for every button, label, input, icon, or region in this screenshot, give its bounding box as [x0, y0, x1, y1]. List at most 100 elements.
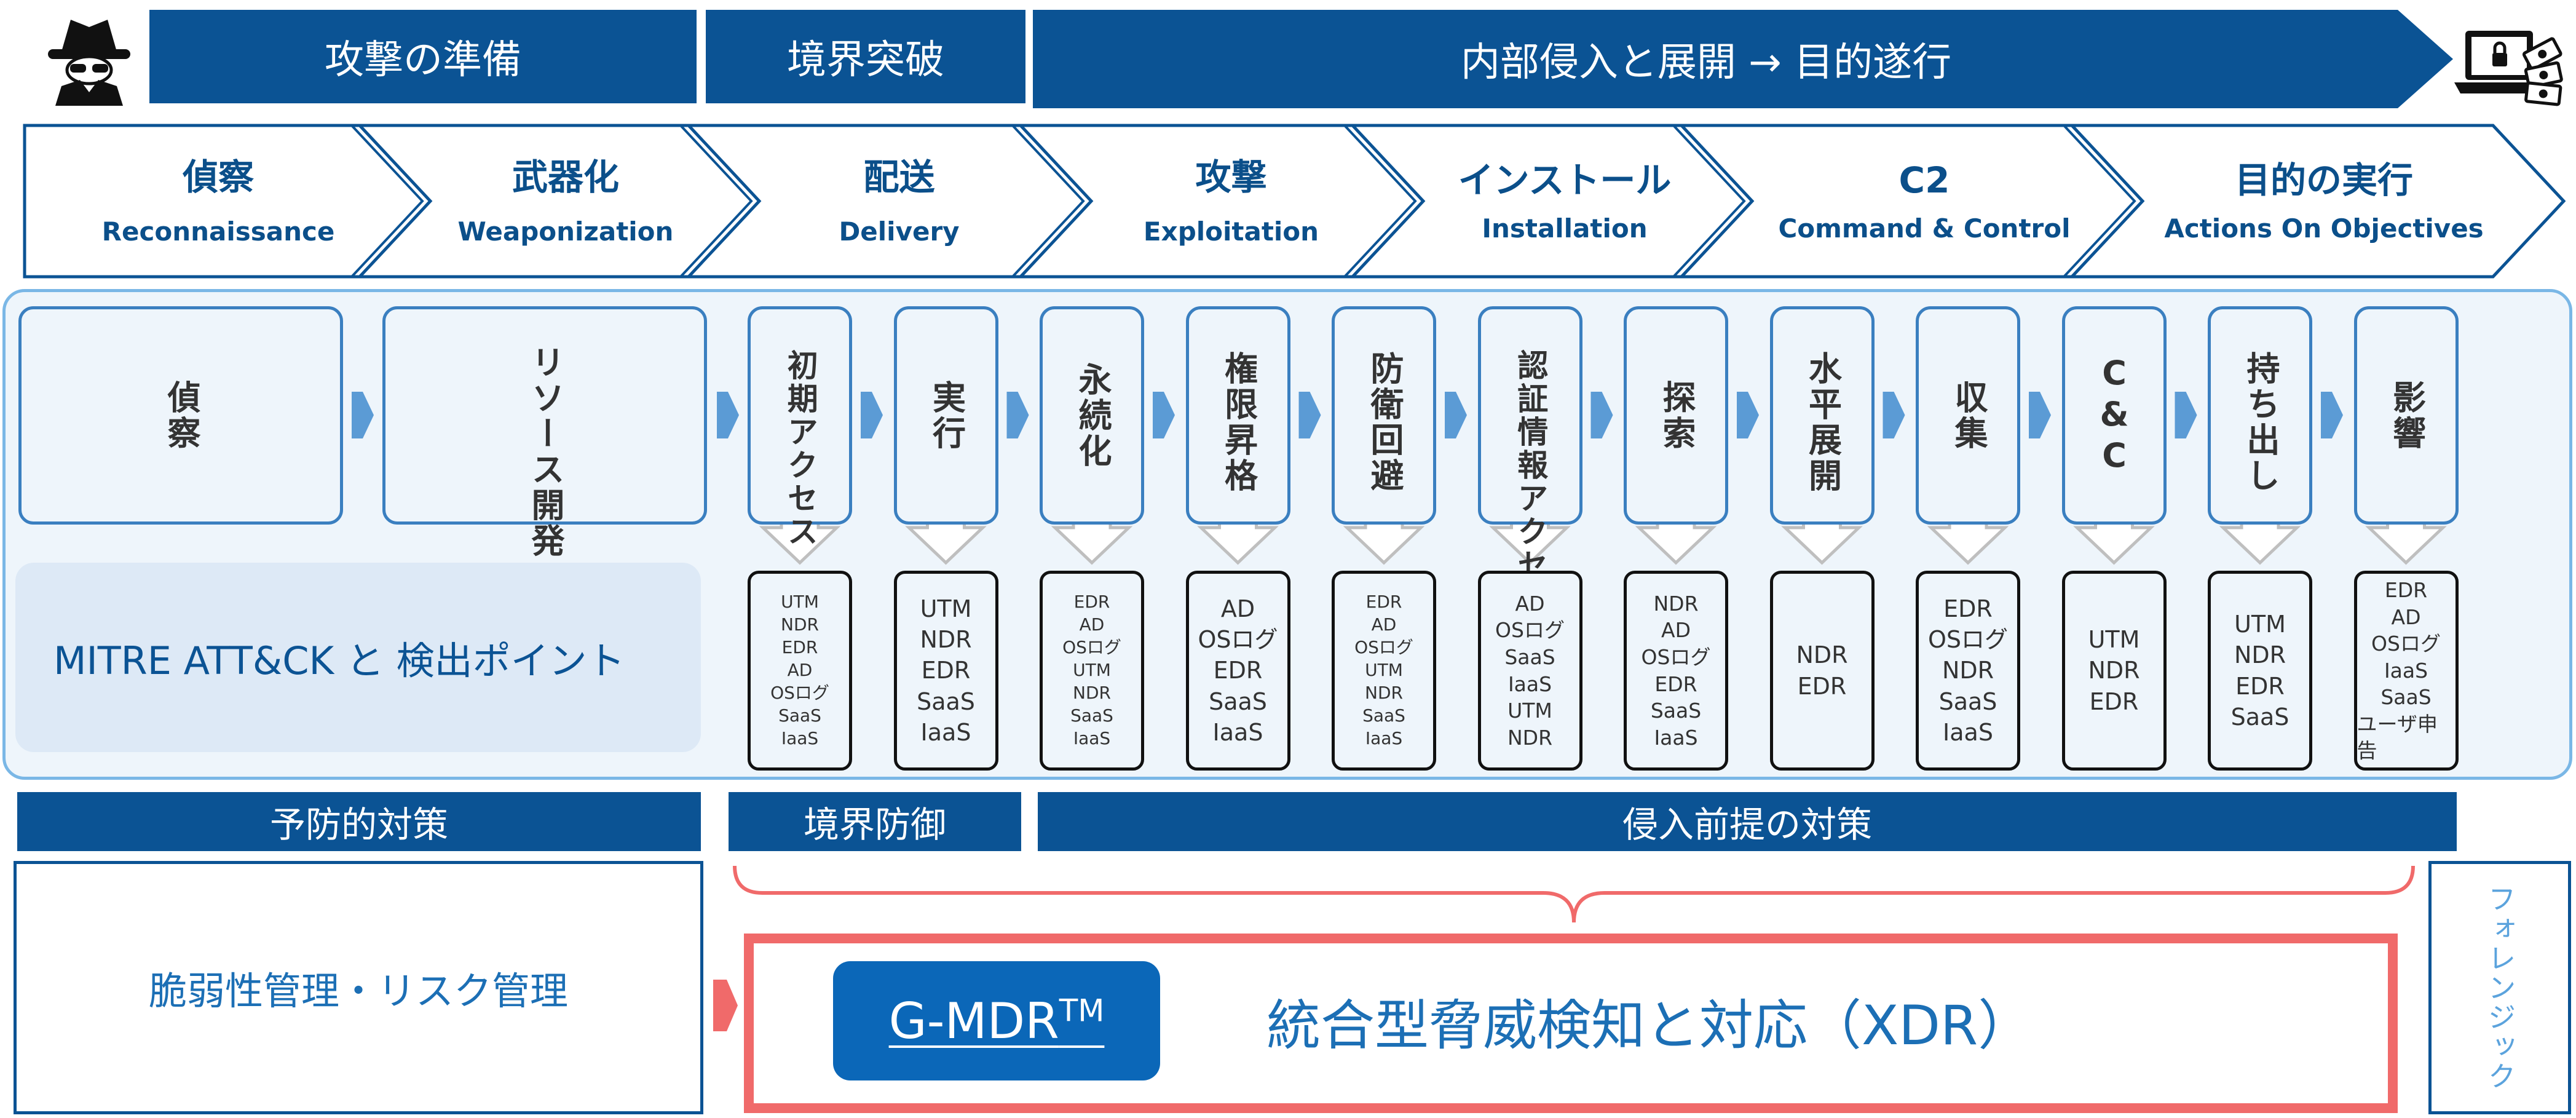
detection-item: SaaS: [1209, 688, 1267, 715]
detection-item: IaaS: [1212, 718, 1263, 746]
tactic-box: 実行: [893, 306, 998, 525]
tactic-label: 初期アクセス: [782, 349, 818, 549]
kill-chain-step-reconnaissance: 偵察 Reconnaissance: [25, 123, 412, 280]
tactic-box: 収集: [1916, 306, 2020, 525]
detection-item: UTM: [2234, 611, 2286, 638]
detection-item: IaaS: [920, 718, 971, 746]
kill-chain-step-en: Command & Control: [1778, 213, 2071, 244]
detection-item: EDR: [781, 637, 818, 658]
detection-item: IaaS: [1654, 725, 1698, 750]
gmdr-trademark: TM: [1059, 992, 1105, 1028]
detection-item: NDR: [2088, 657, 2140, 684]
flow-arrow-icon: [1006, 392, 1029, 438]
detection-item: IaaS: [2384, 658, 2428, 683]
detection-item: OSログ: [770, 682, 829, 703]
detection-item: EDR: [1365, 592, 1402, 613]
detection-item: EDR: [1213, 657, 1263, 684]
detection-item: SaaS: [1070, 705, 1113, 726]
tactic-label: 権限昇格: [1219, 351, 1258, 494]
forensics-box: フォレンジック: [2428, 861, 2571, 1114]
detection-item: SaaS: [2380, 685, 2432, 710]
kill-chain-step-actions: 目的の実行 Actions On Objectives: [2143, 123, 2505, 280]
detection-item: EDR: [921, 657, 971, 684]
flow-arrow-icon: [2029, 392, 2051, 438]
flow-arrow-icon: [2321, 392, 2343, 438]
measure-perimeter: 境界防御: [729, 792, 1021, 851]
tactic-label: 探索: [1657, 379, 1696, 451]
phase-breach-label: 境界突破: [787, 38, 944, 83]
detection-item: OSログ: [1927, 626, 2009, 654]
tactic-label: 永続化: [1073, 362, 1112, 469]
kill-chain-step-jp: 目的の実行: [2234, 159, 2413, 202]
tactic-box: 水平展開: [1769, 306, 1875, 525]
detection-item: AD: [787, 660, 813, 681]
detection-item: OSログ: [2371, 632, 2441, 656]
kill-chain-step-en: Installation: [1482, 213, 1648, 244]
detection-item: EDR: [2384, 578, 2428, 603]
tactic-box: 防衛回避: [1332, 306, 1436, 525]
detection-item: OSログ: [1354, 637, 1413, 658]
kill-chain-step-en: Actions On Objectives: [2164, 213, 2484, 244]
detection-item: IaaS: [1943, 718, 1993, 746]
flow-arrow-icon: [1298, 392, 1321, 438]
gmdr-badge[interactable]: G-MDRTM: [833, 961, 1160, 1080]
tactic-box: 認証情報アクセス: [1477, 306, 1582, 615]
detection-item: AD: [1371, 614, 1397, 635]
flow-arrow-icon: [1737, 392, 1759, 438]
phase-preparation: 攻撃の準備: [149, 10, 697, 103]
detection-item: OSログ: [1198, 626, 1278, 654]
flow-arrow-icon: [1883, 392, 1905, 438]
tactic-reconnaissance: 偵察: [18, 306, 343, 525]
kill-chain-step-delivery: 配送 Delivery: [759, 123, 1039, 280]
kill-chain-step-jp: インストール: [1458, 159, 1672, 202]
tactic-box: 初期アクセス: [748, 306, 852, 549]
detection-item: ユーザ申告: [2357, 712, 2438, 763]
xdr-label: 統合型脅威検知と対応（XDR）: [1266, 993, 2033, 1057]
detection-item: AD: [1661, 618, 1691, 643]
measure-preventive-label: 予防的対策: [269, 804, 448, 846]
detection-item: NDR: [920, 626, 972, 654]
gmdr-label: G-MDRTM: [889, 993, 1105, 1050]
detection-item: AD: [1515, 591, 1545, 616]
detection-item: UTM: [920, 595, 972, 623]
tactic-label: 影響: [2387, 379, 2426, 451]
tactic-label: 実行: [926, 379, 966, 451]
tactic-label: 水平展開: [1803, 351, 1842, 494]
detection-item: EDR: [1654, 672, 1697, 696]
detection-item: SaaS: [2230, 703, 2290, 731]
detection-item: NDR: [2234, 641, 2286, 669]
kill-chain-step-jp: 武器化: [512, 156, 619, 199]
kill-chain-step-installation: インストール Installation: [1408, 123, 1721, 280]
detection-item: NDR: [1073, 682, 1111, 703]
tactic-label: 持ち出し: [2241, 351, 2280, 494]
kill-chain-step-jp: 偵察: [182, 156, 254, 199]
phase-intrusion-label: 内部侵入と展開 → 目的遂行: [1460, 40, 1952, 85]
detection-item: EDR: [2235, 672, 2285, 700]
measure-assume-breach-label: 侵入前提の対策: [1622, 804, 1872, 846]
kill-chain-step-en: Reconnaissance: [101, 216, 335, 247]
gmdr-name: G-MDR: [888, 992, 1059, 1050]
vuln-management-label: 脆弱性管理・リスク管理: [148, 969, 568, 1013]
flow-arrow-icon: [1153, 392, 1175, 438]
detection-item: IaaS: [781, 727, 819, 748]
kill-chain-step-en: Exploitation: [1143, 216, 1319, 247]
detection-item: UTM: [781, 592, 819, 613]
detection-item: EDR: [1073, 592, 1110, 613]
mitre-title: MITRE ATT&CK と 検出ポイント: [53, 638, 625, 683]
kill-chain-step-7-shape: [2068, 124, 2566, 279]
detection-item: SaaS: [778, 705, 821, 726]
detection-item: NDR: [1507, 725, 1553, 750]
detection-item: EDR: [1943, 595, 1993, 623]
bracket-brace: [733, 865, 2415, 923]
detection-item: EDR: [2089, 688, 2139, 715]
detection-list: UTM NDR EDR SaaS: [2208, 571, 2312, 771]
detection-item: UTM: [1507, 699, 1552, 723]
flow-arrow-icon: [352, 392, 374, 438]
tactic-label: 防衛回避: [1365, 351, 1404, 494]
